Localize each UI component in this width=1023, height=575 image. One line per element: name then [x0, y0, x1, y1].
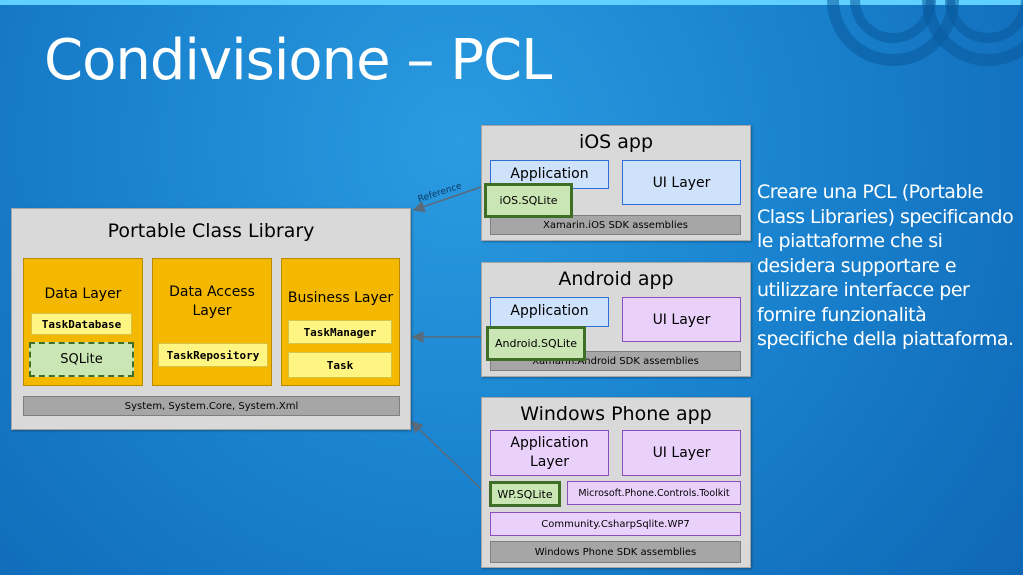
- system-assemblies-bar: System, System.Core, System.Xml: [23, 396, 400, 416]
- ios-app-title: iOS app: [578, 131, 654, 153]
- windows-phone-app-title: Windows Phone app: [520, 403, 712, 425]
- data-layer-title: Data Layer: [44, 286, 122, 302]
- task-repository-box: TaskRepository: [158, 343, 268, 367]
- wp-toolkit-box: Microsoft.Phone.Controls.Toolkit: [567, 481, 741, 505]
- slide-title: Condivisione – PCL: [44, 28, 552, 93]
- sqlite-box: SQLite: [29, 342, 134, 377]
- ios-sqlite-box: iOS.SQLite: [484, 183, 573, 218]
- wp-ui-layer-box: UI Layer: [622, 430, 741, 476]
- business-layer-title: Business Layer: [287, 290, 394, 306]
- task-manager-box: TaskManager: [288, 320, 392, 344]
- wp-reference-arrow: [410, 420, 483, 491]
- slide-description: Creare una PCL (Portable Class Libraries…: [757, 181, 1014, 350]
- pcl-title: Portable Class Library: [107, 220, 315, 242]
- ios-ui-layer-box: UI Layer: [622, 160, 741, 205]
- wp-sqlite-box: WP.SQLite: [489, 481, 561, 507]
- wp-application-layer-box: Application Layer: [490, 430, 609, 476]
- android-application-box: Application: [490, 297, 609, 327]
- task-box: Task: [288, 352, 392, 378]
- android-ui-layer-box: UI Layer: [622, 297, 741, 342]
- ios-reference-arrow: [412, 186, 482, 213]
- ios-sdk-bar: Xamarin.iOS SDK assemblies: [490, 215, 741, 235]
- data-access-layer-title: Data Access Layer: [169, 284, 255, 319]
- decorative-rings: [827, 0, 1023, 66]
- top-accent-bar: [0, 0, 1023, 5]
- wp-sdk-bar: Windows Phone SDK assemblies: [490, 541, 741, 563]
- task-database-box: TaskDatabase: [31, 313, 132, 335]
- android-sqlite-box: Android.SQLite: [486, 326, 586, 361]
- android-app-title: Android app: [558, 268, 674, 290]
- wp-community-sqlite-box: Community.CsharpSqlite.WP7: [490, 512, 741, 536]
